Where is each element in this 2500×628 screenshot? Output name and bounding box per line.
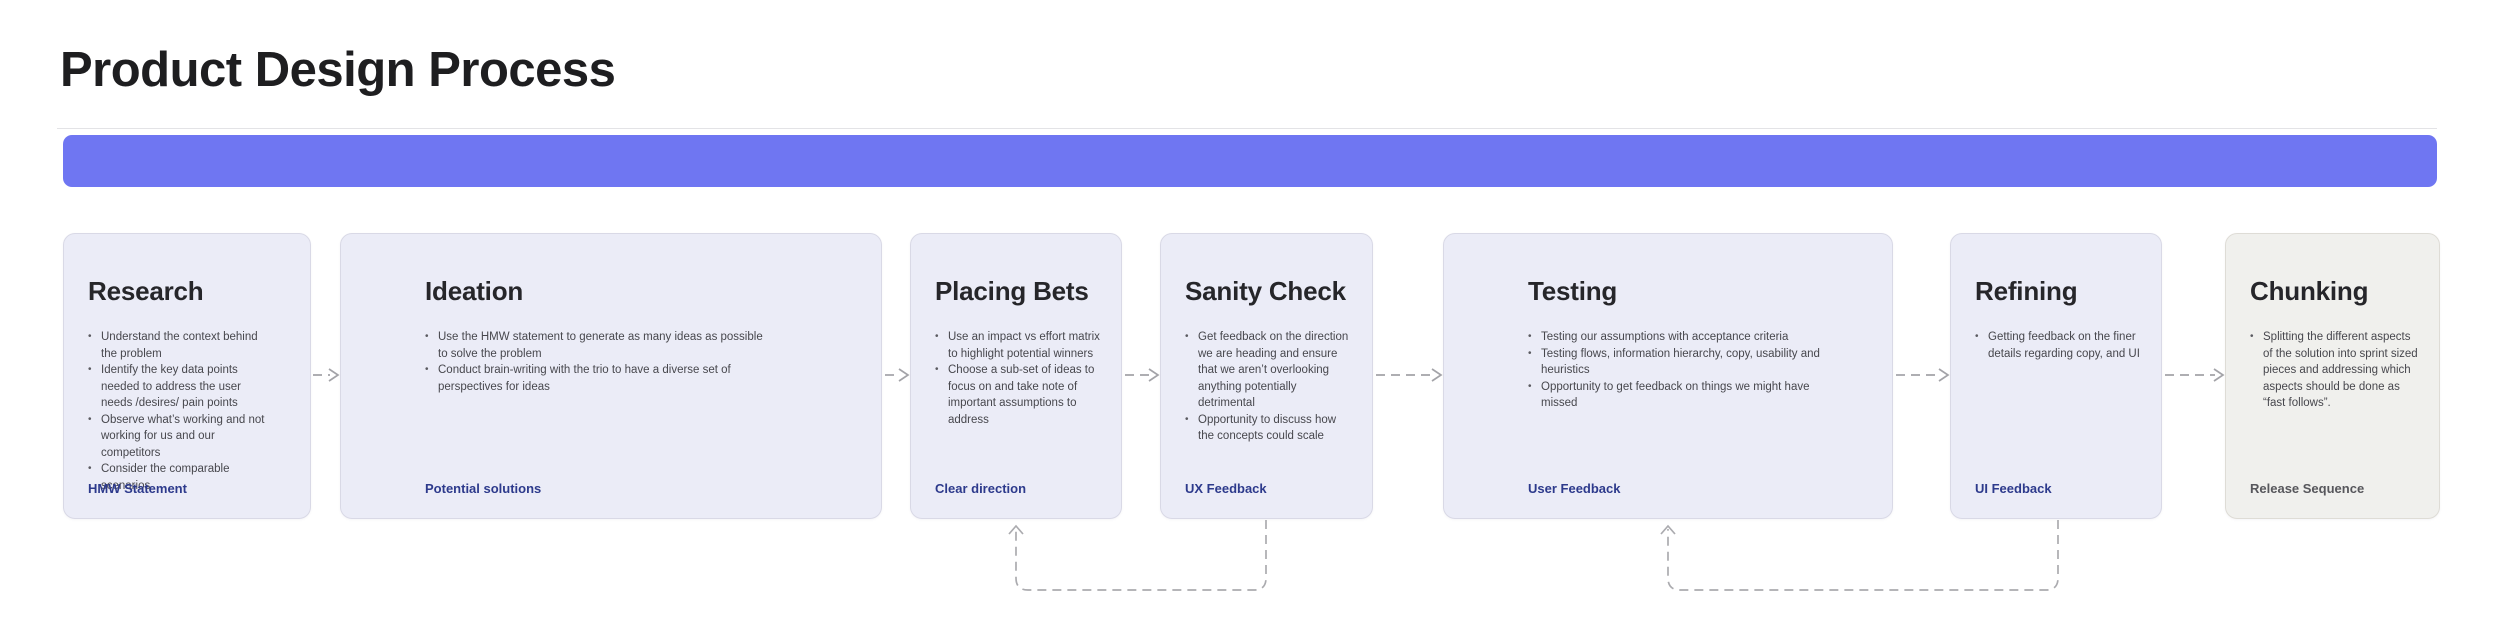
card-output-label-placing-bets: Clear direction — [935, 481, 1027, 496]
bullet-text: Observe what’s working and not working f… — [101, 413, 265, 459]
card-bullets-chunking: • Splitting the different aspects of the … — [2250, 329, 2422, 412]
card-chunking[interactable]: Chunking • Splitting the different aspects… — [2225, 233, 2440, 519]
card-bullets-ideation: • Use the HMW statement to generate as ma… — [425, 329, 775, 395]
bullet-text: Consider the comparable scenarios — [101, 463, 230, 492]
bullet-item: • Get feedback on the direction we are he… — [1185, 329, 1350, 412]
bullet-dot: • — [1528, 347, 1532, 359]
bullet-text: Opportunity to discuss how the concepts … — [1198, 413, 1337, 443]
bullet-dot: • — [425, 331, 429, 342]
card-title-research: Research — [88, 276, 204, 306]
bullet-dot: • — [935, 364, 939, 375]
card-output-label-testing: User Feedback — [1528, 481, 1621, 496]
bullet-text: Testing flows, information hierarchy, co… — [1541, 347, 1820, 377]
card-bullets-placing-bets: • Use an impact vs effort matrix to highl… — [935, 329, 1105, 428]
bullet-item: • Use the HMW statement to generate as ma… — [425, 329, 775, 362]
bullet-item: • Choose a sub-set of ideas to focus on a… — [935, 362, 1105, 428]
card-placing-bets[interactable]: Placing Bets • Use an impact vs effort mat… — [910, 233, 1122, 519]
card-bullets-testing: • Testing our assumptions with acceptance… — [1528, 329, 1828, 412]
card-output-label-chunking: Release Sequence — [2250, 481, 2365, 496]
card-title-chunking: Chunking — [2250, 276, 2369, 306]
card-output-label-sanity-check: UX Feedback — [1185, 481, 1267, 496]
card-output-label-research: HMW Statement — [88, 481, 187, 496]
bullet-item: • Opportunity to discuss how the concepts… — [1185, 412, 1350, 445]
bullet-item: • Getting feedback on the finer details r… — [1975, 329, 2147, 362]
bullet-text: Splitting the different aspects of the s… — [2263, 331, 2418, 409]
bullet-dot: • — [1528, 331, 1532, 342]
bullet-text: Understand the context behind the proble… — [101, 331, 258, 360]
bullet-item: • Consider the comparable scenarios — [88, 461, 273, 494]
section-divider-line — [57, 128, 2437, 129]
bullet-text: Conduct brain-writing with the trio to h… — [438, 364, 731, 393]
bullet-text: Testing our assumptions with acceptance … — [1541, 331, 1789, 343]
card-research[interactable]: Research • Understand the context behind t… — [63, 233, 311, 519]
bullet-item: • Opportunity to get feedback on things w… — [1528, 379, 1828, 412]
bullet-dot: • — [88, 331, 92, 342]
bullet-item: • Conduct brain-writing with the trio to … — [425, 362, 775, 395]
bullet-item: • Use an impact vs effort matrix to highl… — [935, 329, 1105, 362]
page-title: Product Design Process — [60, 43, 616, 97]
card-bullets-refining: • Getting feedback on the finer details r… — [1975, 329, 2147, 362]
bullet-text: Get feedback on the direction we are hea… — [1198, 331, 1349, 409]
bullet-dot: • — [88, 364, 92, 375]
card-output-label-ideation: Potential solutions — [425, 481, 542, 496]
bullet-dot: • — [88, 463, 92, 474]
bullet-item: • Identify the key data points needed to … — [88, 362, 273, 412]
bullet-item: • Testing flows, information hierarchy, c… — [1528, 346, 1828, 379]
bullet-text: Choose a sub-set of ideas to focus on an… — [948, 364, 1095, 426]
bullet-item: • Understand the context behind the probl… — [88, 329, 273, 362]
bullet-item: • Testing our assumptions with acceptance… — [1528, 329, 1828, 346]
bullet-item: • Splitting the different aspects of the … — [2250, 329, 2422, 412]
bullet-text: Use an impact vs effort matrix to highli… — [948, 331, 1100, 360]
card-sanity-check[interactable]: Sanity Check • Get feedback on the directi… — [1160, 233, 1373, 519]
card-output-label-refining: UI Feedback — [1975, 481, 2052, 496]
card-title-ideation: Ideation — [425, 276, 524, 306]
bullet-dot: • — [1185, 331, 1189, 342]
card-ideation[interactable]: Ideation • Use the HMW statement to genera… — [340, 233, 882, 519]
bullet-dot: • — [2250, 331, 2254, 342]
card-testing[interactable]: Testing • Testing our assumptions with acc… — [1443, 233, 1893, 519]
card-title-refining: Refining — [1975, 276, 2078, 306]
bullet-dot: • — [425, 364, 429, 375]
bullet-text: Getting feedback on the finer details re… — [1988, 331, 2140, 360]
accent-bar[interactable] — [63, 135, 2437, 187]
bullet-text: Identify the key data points needed to a… — [101, 364, 242, 409]
bullet-item: • Observe what’s working and not working … — [88, 412, 273, 462]
card-refining[interactable]: Refining • Getting feedback on the finer d… — [1950, 233, 2162, 519]
card-bullets-sanity-check: • Get feedback on the direction we are he… — [1185, 329, 1350, 445]
card-bullets-research: • Understand the context behind the probl… — [88, 329, 273, 494]
bullet-dot: • — [935, 331, 939, 342]
bullet-text: Opportunity to get feedback on things we… — [1541, 380, 1810, 410]
bullet-dot: • — [88, 413, 92, 425]
card-title-placing-bets: Placing Bets — [935, 276, 1089, 306]
bullet-text: Use the HMW statement to generate as man… — [438, 331, 763, 360]
card-title-testing: Testing — [1528, 276, 1618, 306]
bullet-dot: • — [1975, 331, 1979, 342]
bullet-dot: • — [1528, 380, 1532, 392]
card-title-sanity-check: Sanity Check — [1185, 276, 1346, 306]
bullet-dot: • — [1185, 413, 1189, 425]
